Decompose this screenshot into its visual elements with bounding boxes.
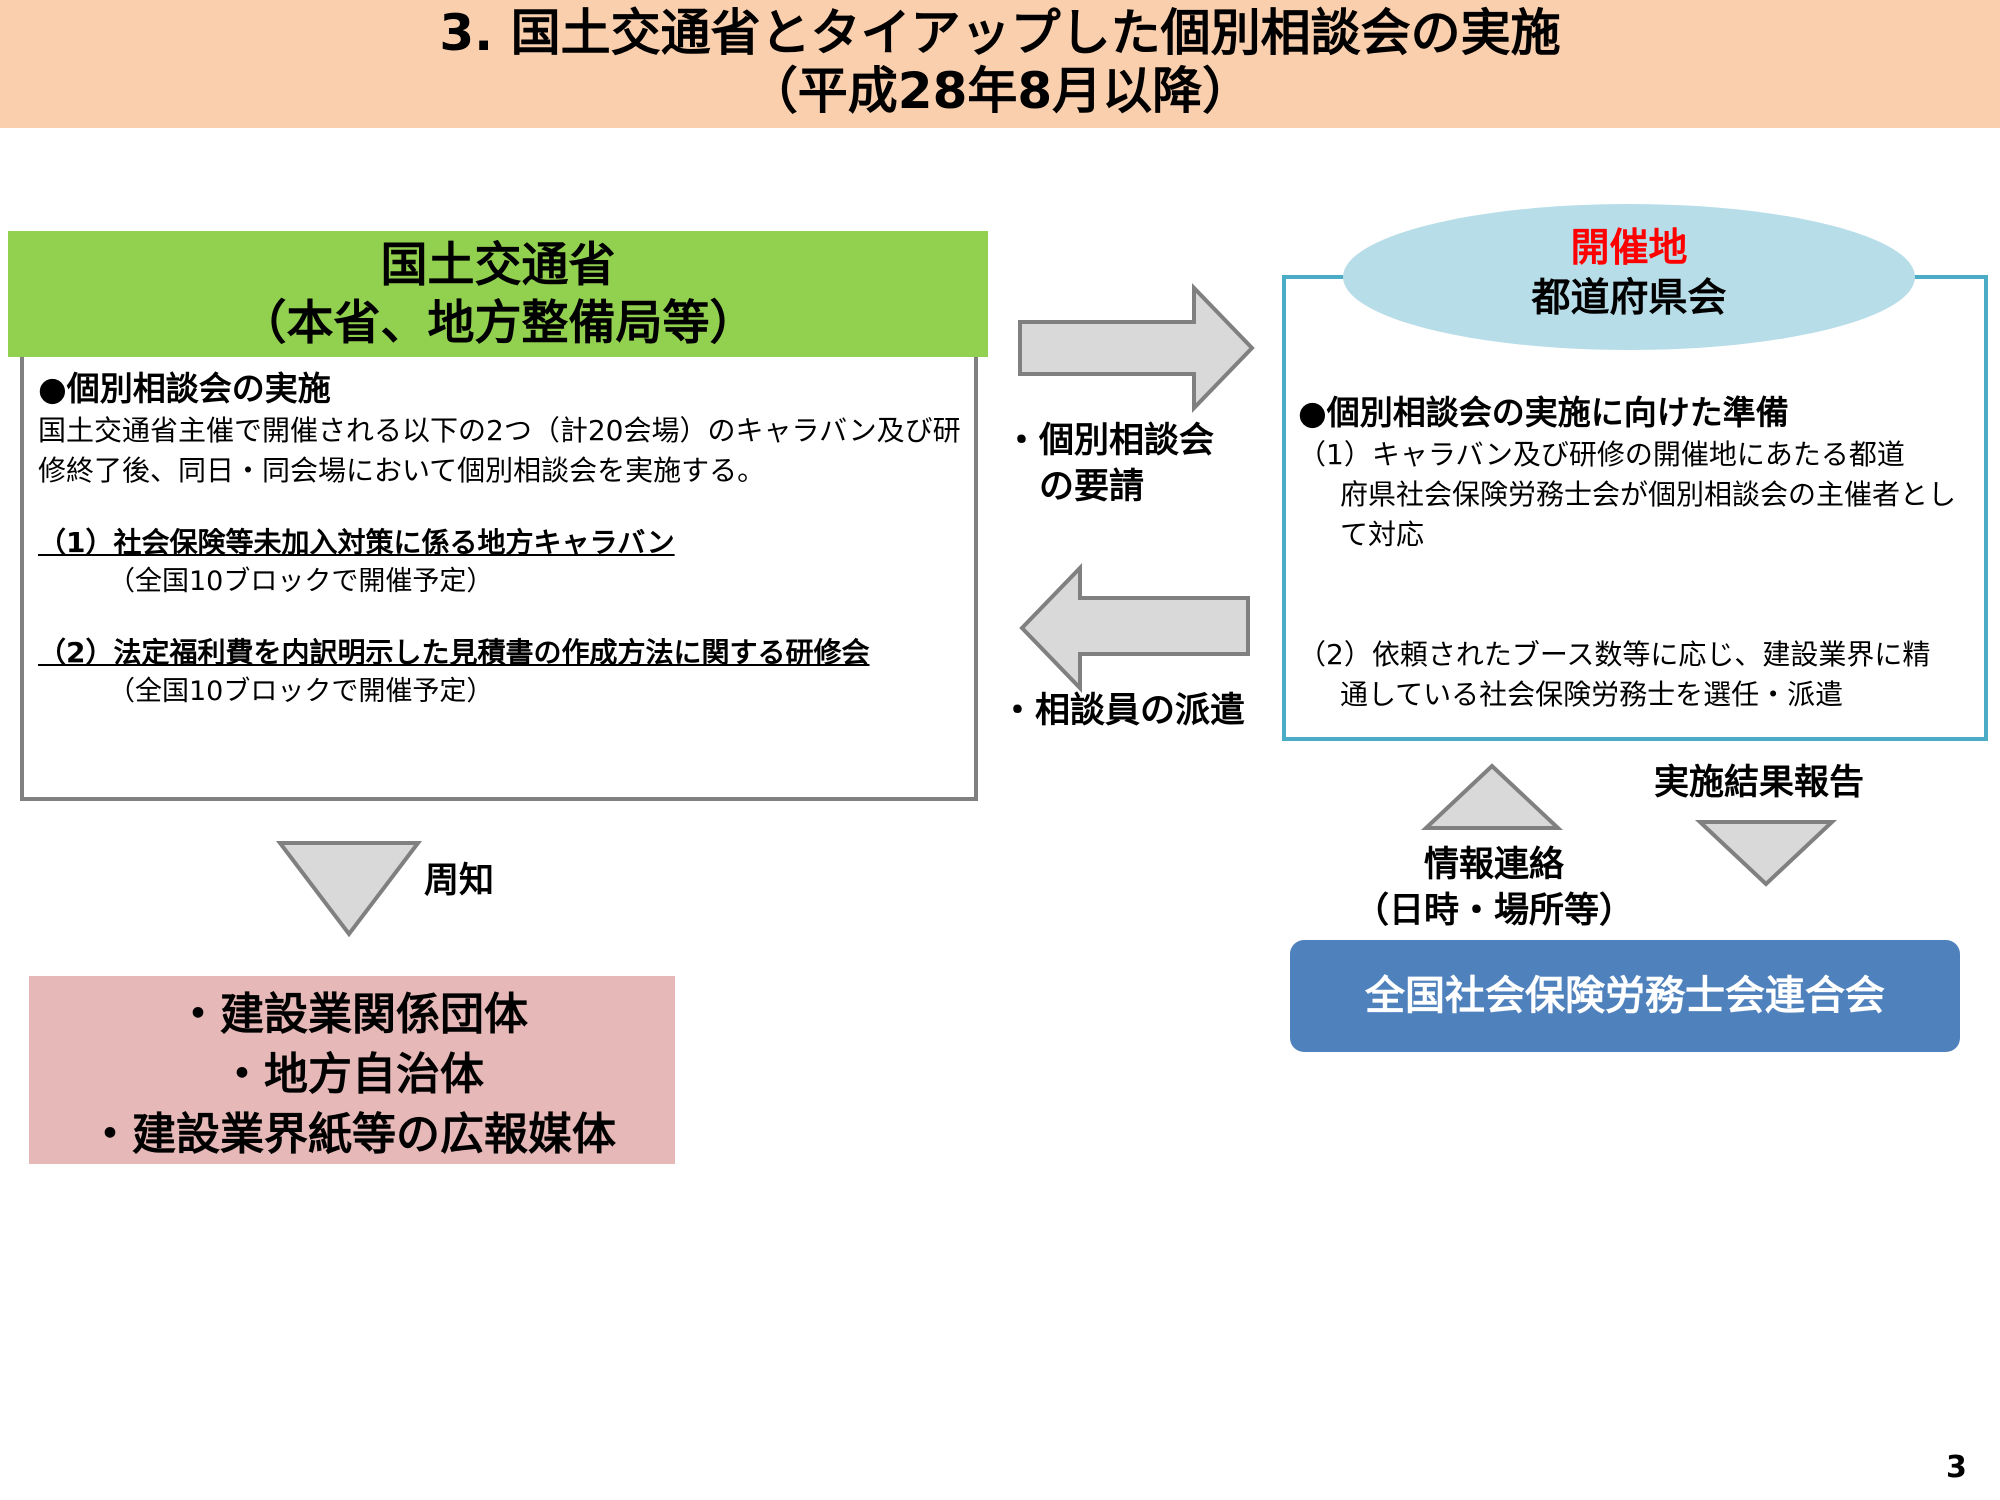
mlit-item-1-note: （全国10ブロックで開催予定）	[108, 566, 494, 597]
target-item: ・建設業関係団体	[176, 989, 528, 1040]
mlit-item-2-label: （2）法定福利費を内訳明示した見積書の作成方法に関する研修会	[38, 636, 870, 669]
mlit-header-sub: （本省、地方整備局等）	[239, 296, 757, 351]
venue-label: 開催地	[1570, 226, 1688, 271]
prefecture-association-label: 都道府県会	[1531, 276, 1727, 321]
title-band: 3. 国土交通省とタイアップした個別相談会の実施 （平成28年8月以降）	[0, 0, 2000, 128]
report-label: 実施結果報告	[1654, 763, 1865, 803]
page-title: 3. 国土交通省とタイアップした個別相談会の実施	[439, 4, 1561, 62]
mlit-intro-text: 国土交通省主催で開催される以下の2つ（計20会場）のキャラバン及び研修終了後、同…	[38, 414, 961, 487]
report-down-triangle-icon	[1694, 820, 1838, 887]
mlit-section-heading: ●個別相談会の実施	[38, 369, 331, 408]
mlit-header: 国土交通省 （本省、地方整備局等）	[8, 231, 988, 357]
info-label-line2: （日時・場所等）	[1353, 891, 1634, 931]
prefecture-item-1-line1: （1）キャラバン及び研修の開催地にあたる都道	[1298, 438, 1905, 471]
mlit-item-1-label: （1）社会保険等未加入対策に係る地方キャラバン	[38, 526, 675, 559]
prefecture-item-1-rest: 府県社会保険労務士会が個別相談会の主催者として対応	[1340, 478, 1957, 551]
request-label-line1: ・個別相談会	[1004, 421, 1215, 461]
page-subtitle: （平成28年8月以降）	[747, 62, 1253, 120]
request-arrow-icon	[1018, 283, 1255, 413]
info-label-line1: 情報連絡	[1423, 845, 1564, 885]
info-up-triangle-icon	[1420, 763, 1564, 830]
target-item: ・建設業界紙等の広報媒体	[88, 1109, 616, 1160]
prefecture-content-box: ●個別相談会の実施に向けた準備 （1）キャラバン及び研修の開催地にあたる都道 府…	[1282, 275, 1988, 741]
mlit-item-2-note: （全国10ブロックで開催予定）	[108, 676, 494, 707]
page-number: 3	[1946, 1450, 1967, 1485]
mlit-content-box: ●個別相談会の実施 国土交通省主催で開催される以下の2つ（計20会場）のキャラバ…	[20, 357, 978, 801]
mlit-header-name: 国土交通省	[380, 238, 616, 293]
request-label-line2: の要請	[1004, 467, 1145, 507]
request-label: ・個別相談会 の要請	[1004, 418, 1214, 510]
dispatch-label: ・相談員の派遣	[1000, 691, 1246, 731]
announce-label: 周知	[424, 861, 495, 901]
national-federation-box: 全国社会保険労務士会連合会	[1290, 940, 1960, 1052]
target-item: ・地方自治体	[220, 1049, 484, 1100]
dispatch-arrow-icon	[1019, 563, 1250, 693]
prefecture-ellipse: 開催地 都道府県会	[1343, 204, 1915, 350]
announcement-targets-box: ・建設業関係団体 ・地方自治体 ・建設業界紙等の広報媒体	[29, 976, 675, 1164]
announce-triangle-icon	[275, 841, 423, 938]
prefecture-item-2-line1: （2）依頼されたブース数等に応じ、建設業界に精	[1298, 638, 1931, 671]
prefecture-section-heading: ●個別相談会の実施に向けた準備	[1298, 393, 1789, 432]
prefecture-item-2-rest: 通している社会保険労務士を選任・派遣	[1340, 678, 1844, 711]
